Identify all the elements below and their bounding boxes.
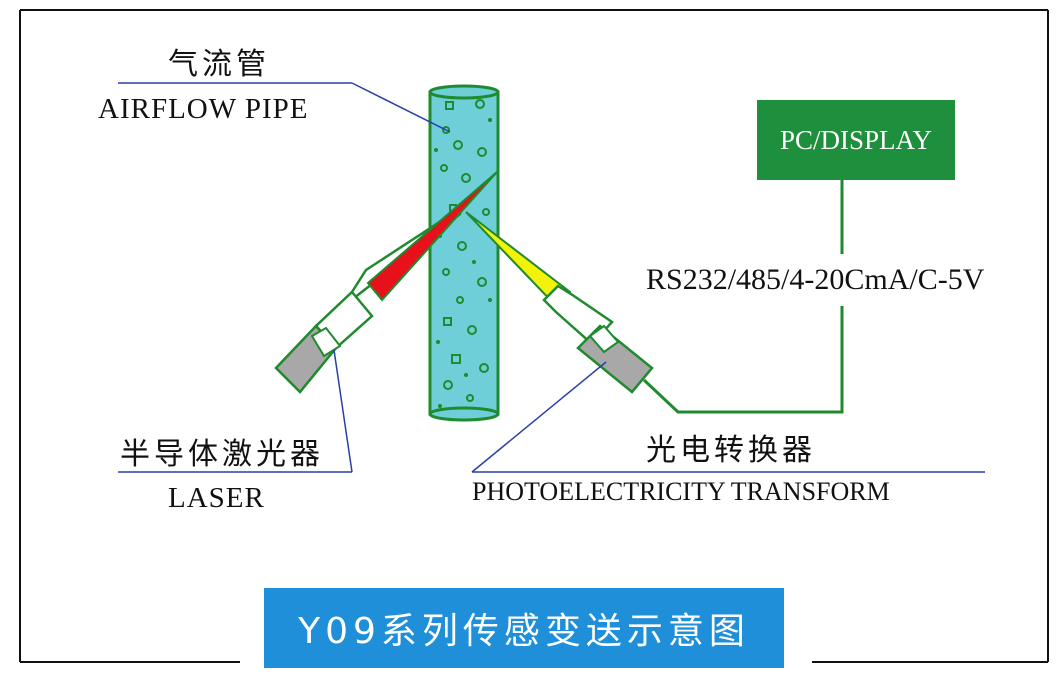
laser-label-cn: 半导体激光器 (120, 437, 324, 472)
leader-lines (118, 82, 985, 473)
airflow-pipe-label-cn: 气流管 (168, 47, 270, 82)
particles (440, 99, 490, 402)
signal-wire (642, 180, 844, 414)
laser-assembly (274, 171, 498, 394)
photoelectric-transformer-label-cn: 光电转换器 (646, 433, 816, 468)
diagram-title: Y09系列传感变送示意图 (298, 611, 750, 652)
receiver-assembly (465, 211, 654, 394)
outer-frame (19, 9, 1049, 663)
pc-display-box: PC/DISPLAY (757, 100, 955, 180)
photoelectric-transformer-label-en: PHOTOELECTRICITY TRANSFORM (472, 477, 890, 506)
diagram-title-box: Y09系列传感变送示意图 (264, 588, 784, 668)
pc-display-label: PC/DISPLAY (779, 124, 933, 155)
airflow-pipe-label-en: AIRFLOW PIPE (98, 93, 309, 125)
airflow-pipe (428, 84, 500, 422)
laser-label-en: LASER (168, 482, 265, 514)
signal-protocol-label: RS232/485/4-20CmA/C-5V (646, 263, 985, 296)
